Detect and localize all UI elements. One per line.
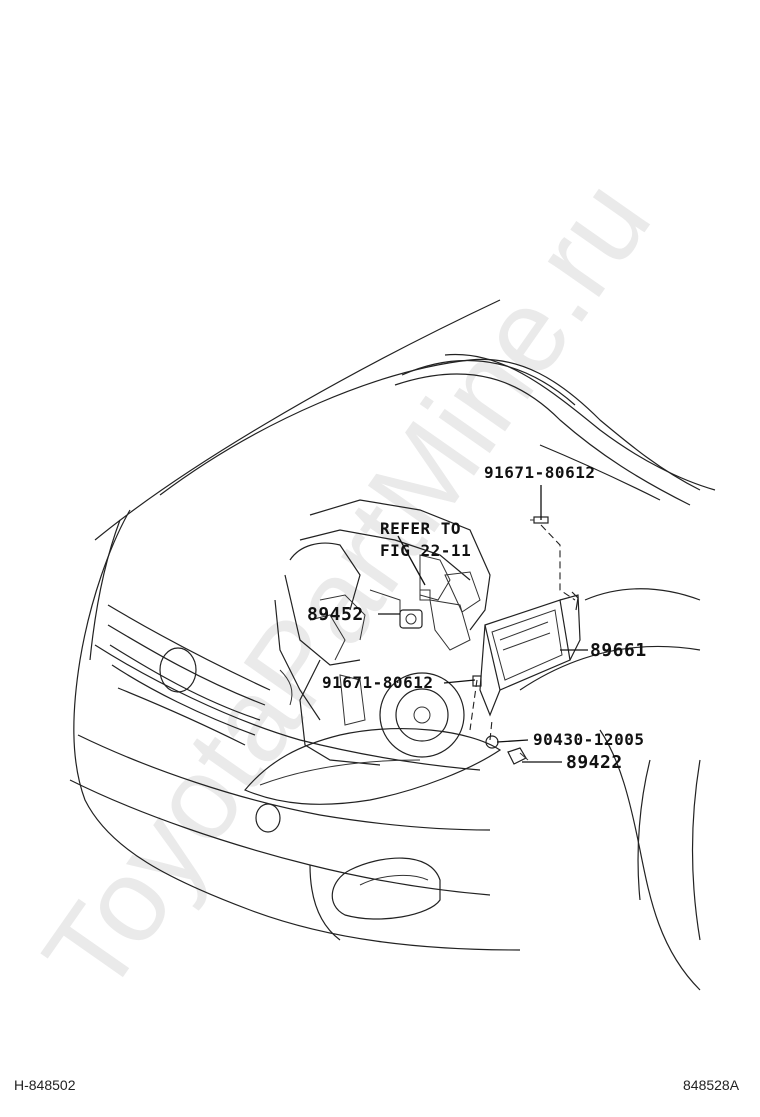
svg-text:ToyotaPartMine.ru: ToyotaPartMine.ru <box>19 157 676 1017</box>
footer-right-code: 848528A <box>683 1077 740 1093</box>
bolt-upper-part <box>530 516 549 524</box>
label-bolt-upper: 91671-80612 <box>484 463 595 482</box>
engine-assembly <box>274 499 491 766</box>
gasket-90430-part <box>485 735 499 749</box>
sensor-89452-part <box>399 589 431 629</box>
label-refer-fig: FIG 22-11 <box>380 541 471 560</box>
watermark: ToyotaPartMine.ru <box>19 157 676 1017</box>
grille <box>107 604 271 746</box>
label-refer-to: REFER TO <box>380 519 461 538</box>
label-89452: 89452 <box>307 604 364 625</box>
footer-left-code: H-848502 <box>14 1077 76 1093</box>
car-body-outline <box>69 509 701 991</box>
label-leader-lines <box>378 485 588 763</box>
label-89661: 89661 <box>590 640 647 661</box>
sensor-89422-part <box>507 747 529 765</box>
label-bolt-lower: 91671-80612 <box>322 673 433 692</box>
dashed-leaders <box>469 524 576 741</box>
bolt-lower-part <box>472 675 482 687</box>
headlight <box>244 728 502 833</box>
ecu-89661 <box>479 591 581 717</box>
label-89422: 89422 <box>566 752 623 773</box>
hood-outline <box>94 299 716 541</box>
label-90430: 90430-12005 <box>533 730 644 749</box>
